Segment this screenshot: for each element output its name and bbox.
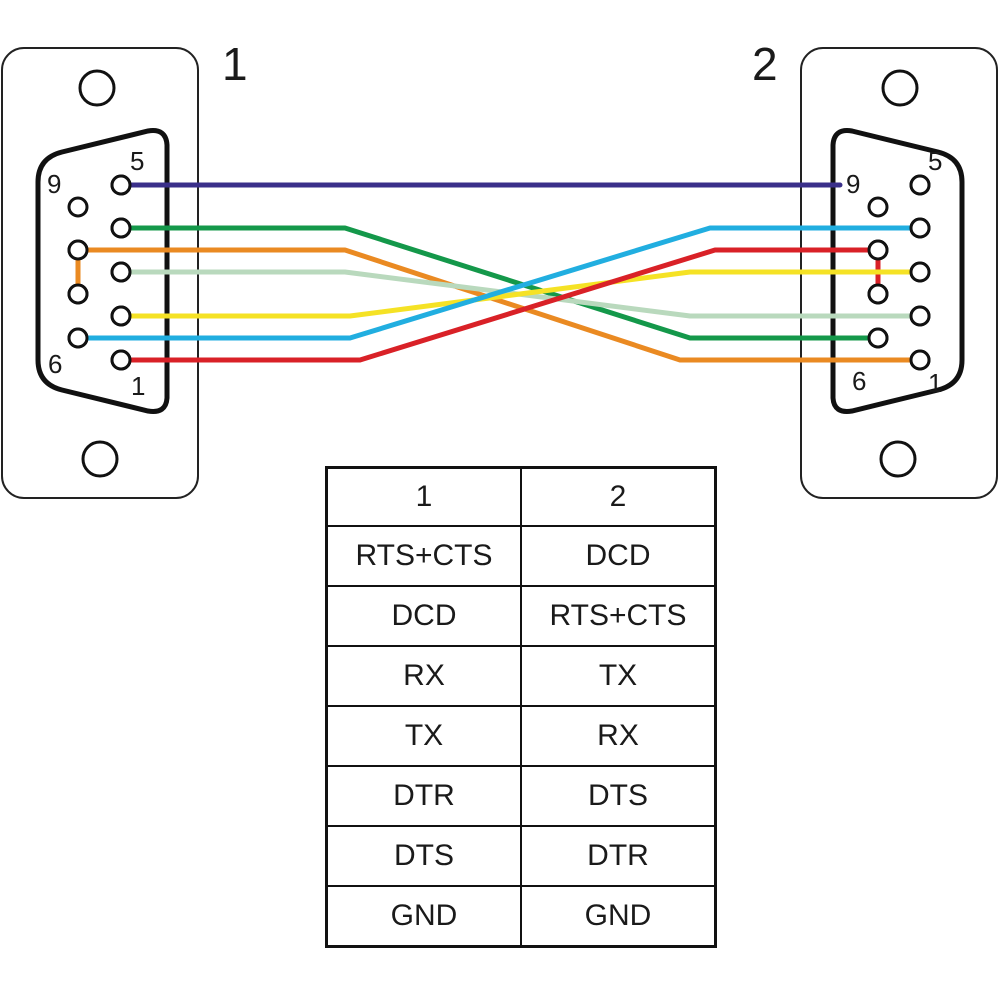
connector-1-pin-2-overlay xyxy=(110,305,132,327)
table-cell: DCD xyxy=(520,525,717,587)
pin-mapping-table: 1 2 RTS+CTS DCD DCD RTS+CTS RX TX TX RX … xyxy=(325,466,717,948)
table-cell: DTS xyxy=(520,765,717,827)
pin-overlays xyxy=(67,174,931,371)
table-row: GND GND xyxy=(325,885,717,948)
connector-2-pin-8-overlay xyxy=(867,239,889,261)
connector-1-mount-hole-top xyxy=(78,69,116,107)
connector-2: 2 9 5 6 1 xyxy=(752,38,998,499)
connector-2-pin-5-overlay xyxy=(909,174,931,196)
table-cell: TX xyxy=(520,645,717,707)
green-wire xyxy=(127,225,872,341)
table-header-connector-2: 2 xyxy=(520,466,717,527)
connector-1-pin-8-overlay xyxy=(67,239,89,261)
yellow-wire xyxy=(127,269,914,319)
table-cell: GND xyxy=(520,885,717,948)
table-cell: DTR xyxy=(325,765,522,827)
table-cell: RTS+CTS xyxy=(325,525,522,587)
table-cell: DTR xyxy=(520,825,717,887)
connector-1-pin-label-6: 6 xyxy=(48,349,62,379)
connector-1-pin-1-overlay xyxy=(110,349,132,371)
connector-1-pin-label-9: 9 xyxy=(47,169,61,199)
connector-2-pin-4-overlay xyxy=(909,217,931,239)
connector-1-pin-6-overlay xyxy=(67,327,89,349)
connector-1-pin-9 xyxy=(67,196,89,218)
table-cell: RX xyxy=(520,705,717,767)
table-header-row: 1 2 xyxy=(325,466,717,527)
table-cell: RTS+CTS xyxy=(520,585,717,647)
table-cell: TX xyxy=(325,705,522,767)
table-cell: DCD xyxy=(325,585,522,647)
connector-2-pin-label-1: 1 xyxy=(928,368,942,398)
connector-2-pin-9 xyxy=(867,196,889,218)
connector-2-mount-hole-bottom xyxy=(879,440,917,478)
table-cell: GND xyxy=(325,885,522,948)
table-row: RX TX xyxy=(325,645,717,707)
table-header-connector-1: 1 xyxy=(325,466,522,527)
orange-wire xyxy=(84,247,914,363)
cyan-wire xyxy=(84,225,914,341)
connector-1-pin-label-1: 1 xyxy=(131,371,145,401)
connector-2-pin-label-5: 5 xyxy=(928,146,942,176)
table-row: DTR DTS xyxy=(325,765,717,827)
connector-1-pin-3-overlay xyxy=(110,261,132,283)
connector-2-label: 2 xyxy=(752,38,778,90)
connector-1-pin-4-overlay xyxy=(110,217,132,239)
connector-1-label: 1 xyxy=(222,38,248,90)
connector-1-pin-5-overlay xyxy=(110,174,132,196)
table-row: DCD RTS+CTS xyxy=(325,585,717,647)
connector-2-pin-6-overlay xyxy=(867,327,889,349)
connector-1-pin-label-5: 5 xyxy=(130,146,144,176)
connector-2-pin-7-overlay xyxy=(867,283,889,305)
connector-1-pin-7-overlay xyxy=(67,283,89,305)
connector-2-mount-hole-top xyxy=(881,69,919,107)
table-cell: DTS xyxy=(325,825,522,887)
table-cell: RX xyxy=(325,645,522,707)
red-wire xyxy=(127,247,872,363)
table-row: RTS+CTS DCD xyxy=(325,525,717,587)
table-row: TX RX xyxy=(325,705,717,767)
connector-2-pin-1-overlay xyxy=(909,349,931,371)
connector-2-pin-label-9: 9 xyxy=(846,169,860,199)
connector-1-mount-hole-bottom xyxy=(81,440,119,478)
connector-2-pin-label-6: 6 xyxy=(852,366,866,396)
wires xyxy=(84,182,914,363)
table-row: DTS DTR xyxy=(325,825,717,887)
connector-2-pin-3-overlay xyxy=(909,261,931,283)
connector-2-pin-2-overlay xyxy=(909,305,931,327)
